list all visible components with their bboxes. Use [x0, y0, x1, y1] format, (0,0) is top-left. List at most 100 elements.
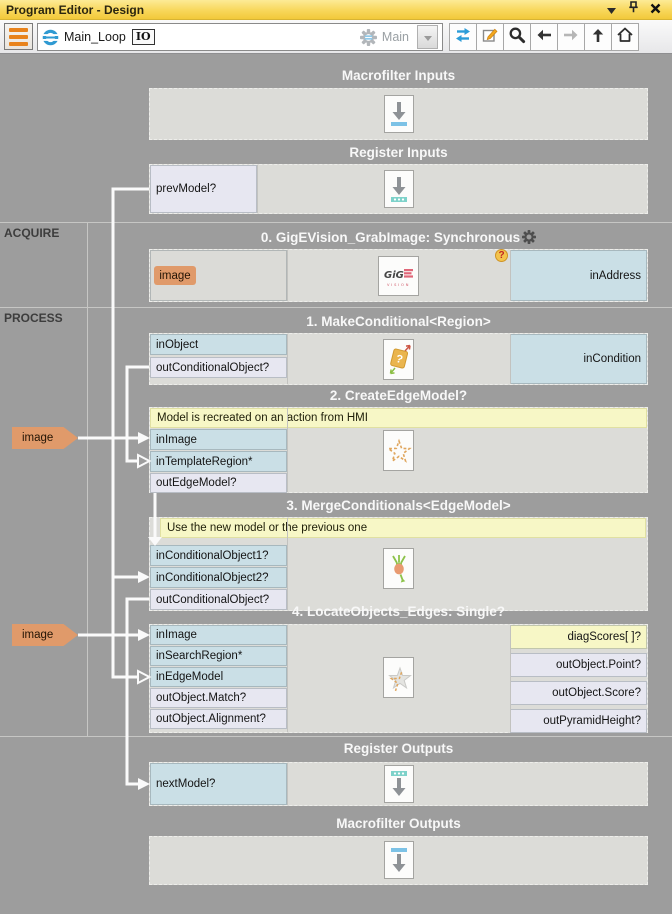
question-badge[interactable]: ?	[495, 249, 508, 262]
cell-divider	[510, 625, 511, 732]
search-button[interactable]	[503, 23, 531, 51]
home-icon	[616, 26, 634, 49]
port-diagscores[interactable]: diagScores[ ]?	[510, 625, 647, 649]
io-badge: IO	[131, 29, 155, 45]
wire-prevmodel	[111, 187, 149, 679]
pin-icon	[628, 0, 639, 19]
block-comment[interactable]: Use the new model or the previous one	[160, 518, 646, 538]
cell-divider	[287, 763, 288, 805]
block-header-register-outputs[interactable]: Register Outputs	[343, 741, 454, 756]
block-header-create-edge-model[interactable]: 2. CreateEdgeModel?	[329, 388, 468, 403]
section-label-process: PROCESS	[4, 311, 63, 325]
cell-divider	[287, 334, 288, 384]
register-input-icon	[384, 170, 414, 208]
home-button[interactable]	[611, 23, 639, 51]
port-intemplateregion[interactable]: inTemplateRegion*	[150, 451, 287, 472]
port-nextmodel[interactable]: nextModel?	[150, 763, 287, 805]
section-separator	[0, 307, 672, 308]
macrofilter-name: Main_Loop	[64, 30, 126, 44]
chevron-down-icon	[423, 28, 432, 46]
cell-divider	[287, 625, 288, 732]
swap-views-button[interactable]	[449, 23, 477, 51]
port-inconditionalobject2[interactable]: inConditionalObject2?	[150, 567, 287, 588]
window-menu-button[interactable]	[600, 1, 622, 19]
close-icon	[650, 1, 661, 19]
up-button[interactable]	[584, 23, 612, 51]
macro-input-icon	[384, 95, 414, 133]
cell-divider	[510, 334, 511, 384]
back-arrow-icon	[535, 26, 553, 49]
chevron-down-icon	[606, 1, 616, 19]
wire-outconditionalobject-region	[125, 365, 149, 463]
port-inobject[interactable]: inObject	[150, 334, 287, 355]
block-header-make-conditional[interactable]: 1. MakeConditional<Region>	[306, 314, 491, 329]
macrofilter-breadcrumb[interactable]: Main_Loop IO Main	[37, 23, 443, 51]
section-separator	[0, 222, 672, 223]
port-insearchregion[interactable]: inSearchRegion*	[150, 646, 287, 666]
port-inaddress[interactable]: inAddress	[510, 250, 647, 301]
create-edge-model-icon	[383, 430, 414, 471]
cell-divider	[287, 518, 288, 610]
port-inconditionalobject1[interactable]: inConditionalObject1?	[150, 545, 287, 566]
wire-label-image[interactable]: image	[12, 624, 78, 646]
wire-label-image[interactable]: image	[12, 427, 78, 449]
make-conditional-icon: ?	[383, 339, 414, 380]
back-button[interactable]	[530, 23, 558, 51]
block-header-macrofilter-inputs[interactable]: Macrofilter Inputs	[341, 68, 456, 83]
port-outpyramidheight[interactable]: outPyramidHeight?	[510, 709, 647, 733]
block-comment[interactable]: Model is recreated on an action from HMI	[150, 408, 647, 428]
pin-button[interactable]	[622, 0, 644, 19]
cell-divider	[287, 408, 288, 492]
port-incondition[interactable]: inCondition	[510, 334, 647, 384]
toolbar: Main_Loop IO Main	[0, 20, 672, 54]
port-outobject-alignment[interactable]: outObject.Alignment?	[150, 709, 287, 729]
variant-dropdown-button[interactable]	[417, 25, 438, 49]
section-label-acquire: ACQUIRE	[4, 226, 60, 240]
merge-conditionals-icon	[383, 548, 414, 589]
macro-output-icon	[384, 841, 414, 879]
port-outedgemodel[interactable]: outEdgeModel?	[150, 473, 287, 493]
gear-icon	[359, 28, 377, 46]
port-inedgemodel[interactable]: inEdgeModel	[150, 667, 287, 687]
port-outobject-point[interactable]: outObject.Point?	[510, 653, 647, 677]
block-header-register-inputs[interactable]: Register Inputs	[349, 145, 448, 160]
port-outconditionalobject[interactable]: outConditionalObject?	[150, 589, 287, 610]
cell-divider	[257, 165, 258, 213]
window-title: Program Editor - Design	[6, 2, 145, 17]
variant-selector: Main	[359, 25, 438, 49]
block-header-gigevision-grabimage[interactable]: 0. GigEVision_GrabImage: Synchronous	[149, 230, 648, 247]
task-loop-icon	[42, 29, 59, 46]
edit-button[interactable]	[476, 23, 504, 51]
titlebar: Program Editor - Design	[0, 0, 672, 20]
swap-arrows-icon	[454, 26, 472, 49]
wire-merged-model	[125, 597, 149, 786]
svg-text:?: ?	[394, 352, 404, 365]
block-header-merge-conditionals[interactable]: 3. MergeConditionals<EdgeModel>	[286, 498, 511, 513]
block-header-macrofilter-outputs[interactable]: Macrofilter Outputs	[336, 816, 461, 831]
image-output-chip[interactable]: image	[154, 266, 196, 285]
block-header-text: 0. GigEVision_GrabImage: Synchronous	[260, 230, 521, 245]
port-inimage[interactable]: inImage	[150, 429, 287, 450]
close-button[interactable]	[644, 1, 666, 19]
macrofilter-list-button[interactable]	[4, 23, 33, 50]
gear-icon[interactable]	[522, 230, 537, 247]
section-column-divider	[87, 222, 88, 736]
search-icon	[508, 26, 526, 49]
port-outconditionalobject[interactable]: outConditionalObject?	[150, 357, 287, 378]
forward-arrow-icon	[562, 26, 580, 49]
edit-icon	[481, 26, 499, 49]
cell-divider	[287, 250, 288, 301]
block-header-locate-objects-edges[interactable]: 4. LocateObjects_Edges: Single?	[291, 604, 506, 619]
variant-label: Main	[381, 30, 409, 44]
port-outobject-match[interactable]: outObject.Match?	[150, 688, 287, 708]
port-inimage[interactable]: inImage	[150, 625, 287, 645]
port-outobject-score[interactable]: outObject.Score?	[510, 681, 647, 705]
port-prevmodel[interactable]: prevModel?	[150, 165, 257, 213]
toolbar-buttons	[449, 23, 639, 51]
hollow-arrowhead-inedgemodel	[137, 669, 152, 685]
forward-button[interactable]	[557, 23, 585, 51]
register-output-icon	[384, 765, 414, 803]
up-arrow-icon	[589, 26, 607, 49]
